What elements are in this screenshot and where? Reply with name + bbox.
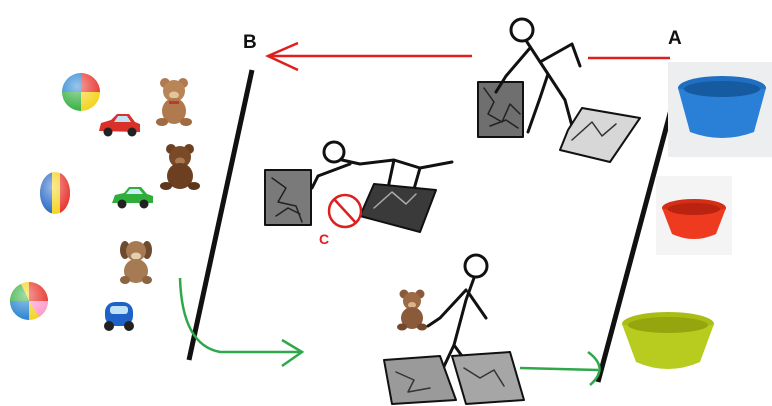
green-arrow-bottom-right xyxy=(520,352,600,385)
teddy-bear-icon xyxy=(160,144,200,190)
label-b: B xyxy=(243,32,257,53)
teddy-bear-icon xyxy=(397,290,427,331)
teddy-bear-icon xyxy=(156,78,192,126)
beach-ball-icon xyxy=(62,73,100,111)
label-a: A xyxy=(668,28,682,49)
teddy-bear-icon xyxy=(120,241,152,284)
beach-ball-icon xyxy=(10,282,48,320)
no-entry-icon xyxy=(329,195,361,227)
toy-car-icon xyxy=(99,114,140,137)
boundary-line-left xyxy=(189,70,252,360)
crawling-person-icon xyxy=(478,19,640,162)
bucket-tub-icon xyxy=(622,312,714,369)
toy-car-icon xyxy=(112,187,153,209)
toy-car-icon xyxy=(104,302,134,331)
red-arrow-a-to-b xyxy=(268,43,670,70)
bucket-tub-icon xyxy=(678,76,766,138)
label-c: C xyxy=(319,231,329,247)
beach-ball-icon xyxy=(40,172,70,214)
